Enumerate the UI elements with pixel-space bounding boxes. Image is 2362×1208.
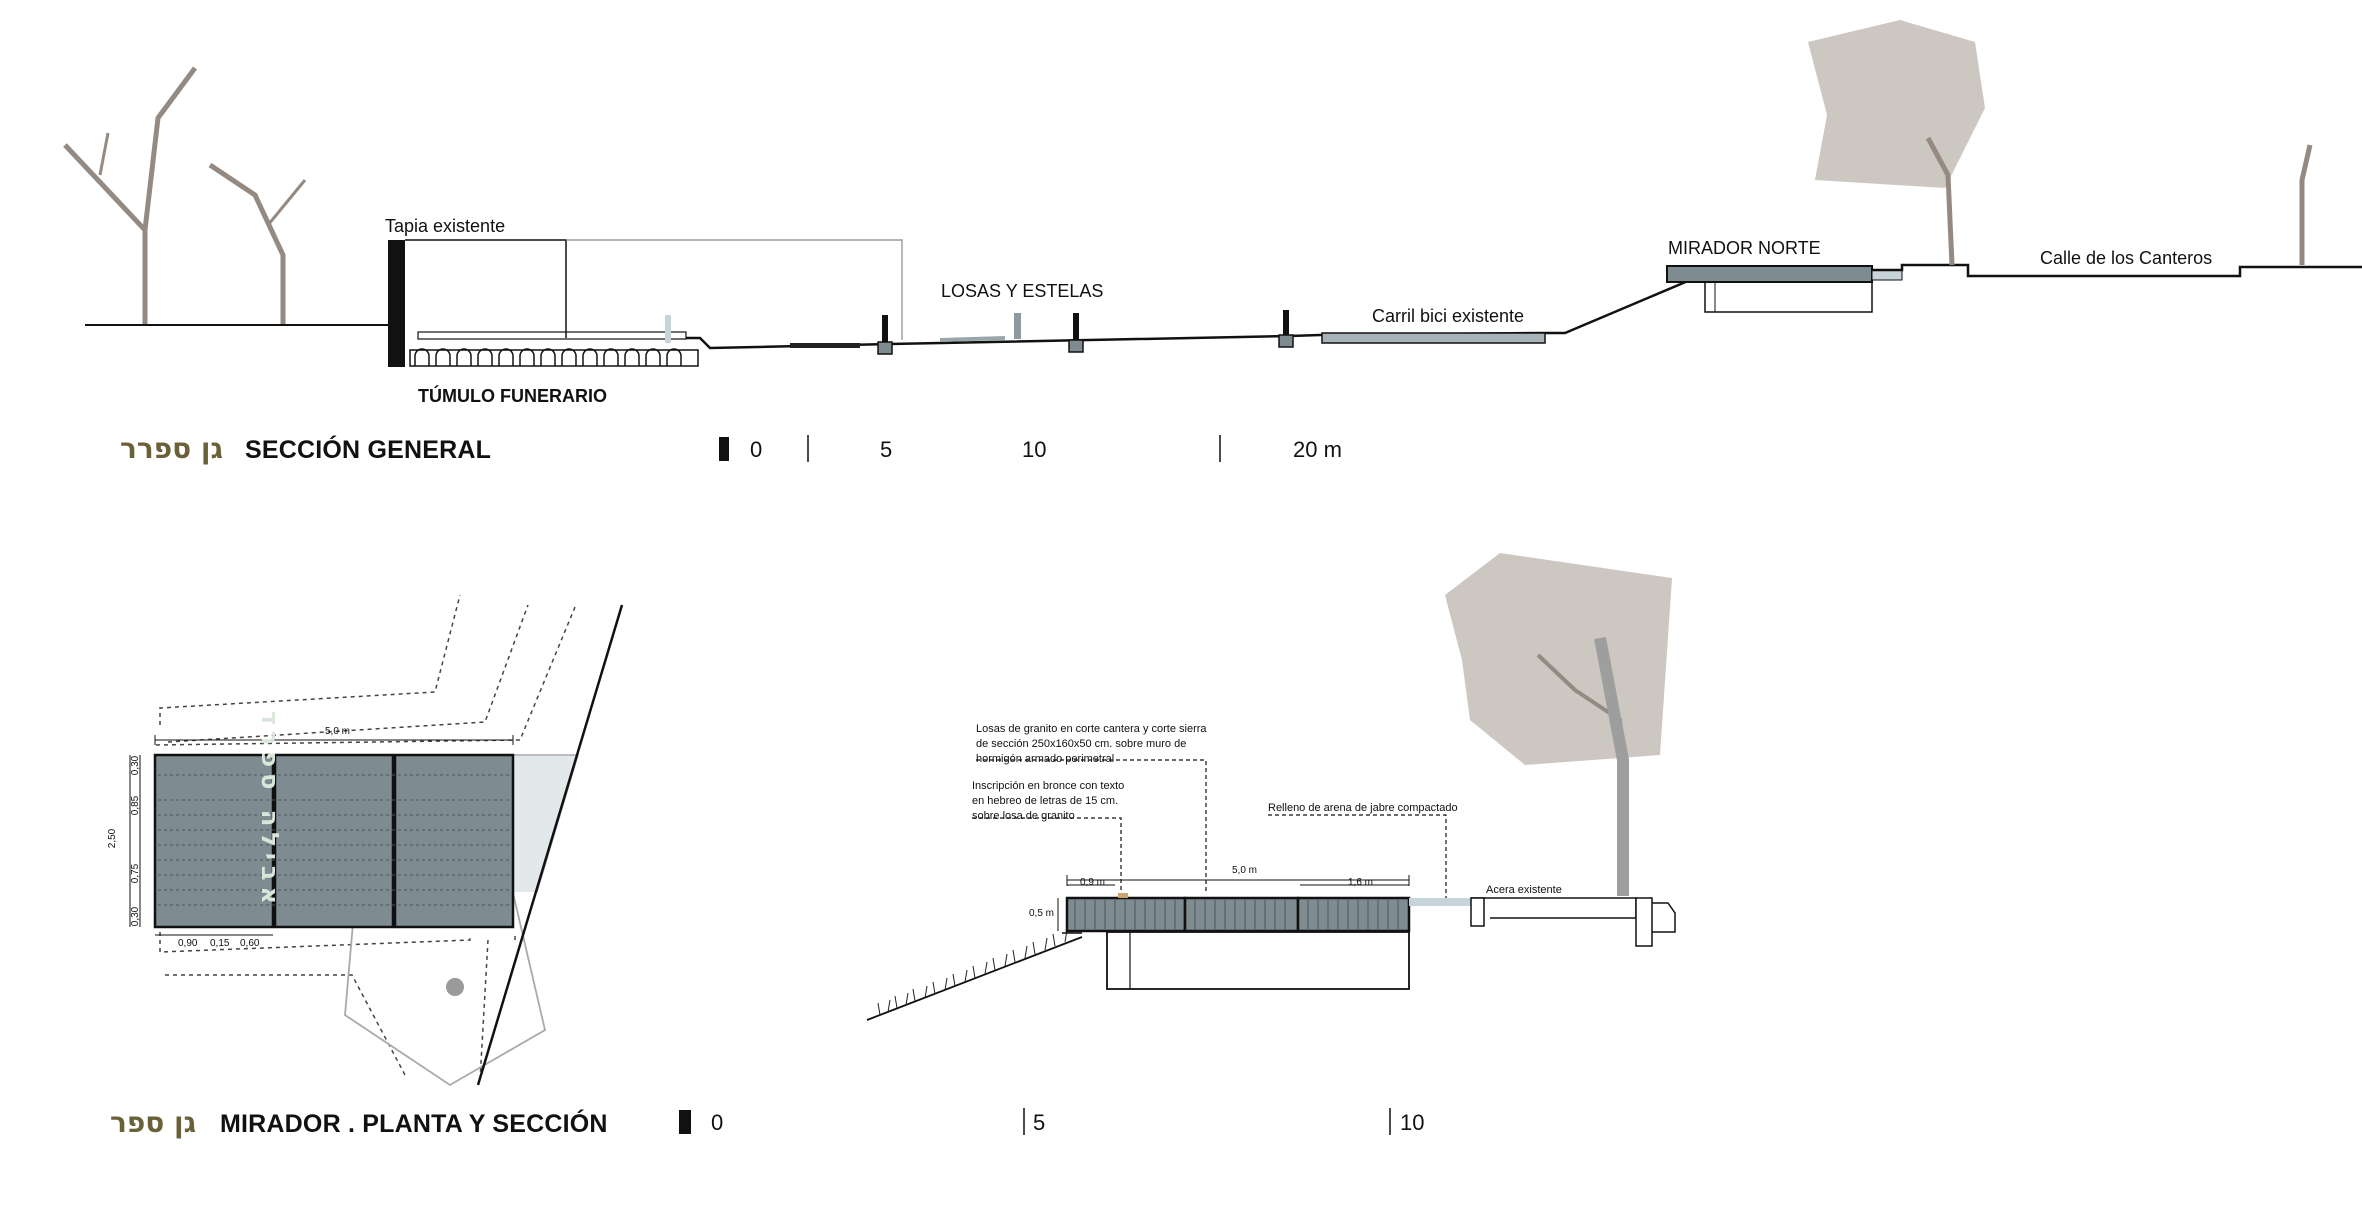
plan-dim-b2: 0,15 xyxy=(210,938,230,949)
scale-bottom-5: 5 xyxy=(1033,1110,1046,1135)
section-slope xyxy=(866,936,1083,1021)
section-slab-hatch xyxy=(1074,900,1399,929)
note-losas-line-1: Losas de granito en corte cantera y cort… xyxy=(976,723,1207,735)
tree-trunk-right xyxy=(2299,144,2313,265)
title-mirador: MIRADOR . PLANTA Y SECCIÓN xyxy=(220,1110,608,1138)
title-seccion-general: SECCIÓN GENERAL xyxy=(245,436,492,464)
label-mirador-norte: MIRADOR NORTE xyxy=(1668,238,1821,258)
plan-grey-dot xyxy=(446,978,464,996)
scale-bottom-10: 10 xyxy=(1400,1110,1425,1135)
bare-tree-middle xyxy=(208,162,307,325)
plan-inscription: אבילה ספרד xyxy=(256,710,284,910)
section-dim-h: 0,5 m xyxy=(1029,908,1055,919)
plan-slab-1 xyxy=(153,753,275,929)
plan-dotted-paths xyxy=(154,594,576,1081)
note-inscripcion-line-1: Inscripción en bronce con texto xyxy=(972,780,1125,792)
plan-dim-2: 0,85 xyxy=(130,795,142,816)
title-hebrew-bottom: גן ספר xyxy=(110,1106,197,1139)
plan-dim-1: 0,30 xyxy=(130,755,142,776)
section-slab-3 xyxy=(1296,896,1411,933)
note-losas: Losas de granito en corte cantera y cort… xyxy=(976,722,1207,767)
plan-dim-top-label: 5,0 m xyxy=(325,726,351,737)
note-relleno: Relleno de arena de jabre compactado xyxy=(1268,802,1458,814)
label-acera: Acera existente xyxy=(1486,884,1562,896)
ground-profile xyxy=(686,276,1700,350)
scale-bar-top xyxy=(719,435,1221,462)
note-losas-line-2: de sección 250x160x50 cm. sobre muro de xyxy=(976,738,1187,750)
street-profile xyxy=(1872,263,2362,278)
plan-slab-2 xyxy=(273,753,395,929)
mirador-norte-slab xyxy=(1666,265,1873,283)
plan-dim-4: 0,30 xyxy=(130,906,142,927)
note-inscripcion-line-2: en hebreo de letras de 15 cm. xyxy=(972,795,1119,807)
stele-posts xyxy=(877,310,1294,355)
section-dim-c: 1,6 m xyxy=(1348,877,1374,888)
tree-trunk-top xyxy=(1925,136,1955,266)
label-tapia: Tapia existente xyxy=(385,216,506,236)
plan-dim-b1: 0,90 xyxy=(178,938,198,949)
plan-slab-hatching xyxy=(158,774,511,906)
section-sand-fill xyxy=(1409,898,1471,906)
section-grass xyxy=(877,929,1068,1016)
scale-bar-bottom xyxy=(679,1108,1391,1135)
slab-2 xyxy=(939,336,1006,342)
section-tree-canopy xyxy=(1445,553,1672,765)
plan-dim-b3: 0,60 xyxy=(240,938,260,949)
slab-1 xyxy=(790,343,860,348)
small-stele-light xyxy=(665,315,671,343)
section-dim-b: 5,0 m xyxy=(1232,865,1258,876)
note-losas-line-3: hormigón armado perimetral xyxy=(976,753,1115,765)
plan-dim-3: 0,75 xyxy=(130,863,142,884)
scale-top-0: 0 xyxy=(750,437,763,462)
label-carril: Carril bici existente xyxy=(1372,306,1525,326)
tumulo-top xyxy=(417,331,687,340)
section-general-drawing xyxy=(63,20,2362,367)
plan-dim-total: 2,50 xyxy=(107,828,119,849)
tapia-wall xyxy=(388,240,405,367)
plan-slab-3 xyxy=(393,753,515,929)
bare-tree-left xyxy=(63,66,198,325)
enclosure-outline xyxy=(405,239,567,338)
scale-top-20: 20 m xyxy=(1293,437,1342,462)
label-tumulo: TÚMULO FUNERARIO xyxy=(418,386,607,406)
note-inscripcion-line-3: sobre losa de granito xyxy=(972,810,1075,822)
bike-lane xyxy=(1321,332,1546,344)
scale-top-5: 5 xyxy=(880,437,893,462)
title-hebrew-top: גן ספרר xyxy=(120,432,224,465)
tree-canopy-top xyxy=(1808,20,1985,188)
section-tree-trunk xyxy=(1594,636,1629,896)
mirador-norte-light xyxy=(1871,269,1903,281)
mirador-section-drawing xyxy=(866,553,1676,1021)
label-calle: Calle de los Canteros xyxy=(2040,248,2213,268)
tumulo-cells xyxy=(409,348,699,367)
section-curb xyxy=(1635,897,1653,947)
label-losas: LOSAS Y ESTELAS xyxy=(941,281,1104,301)
note-inscripcion: Inscripción en bronce con texto en hebre… xyxy=(972,779,1124,824)
section-dim-a: 0,9 m xyxy=(1080,877,1106,888)
mirador-norte-wall xyxy=(1704,282,1873,313)
section-sidewalk xyxy=(1471,897,1637,919)
section-leaders xyxy=(972,759,1447,898)
scale-top-10: 10 xyxy=(1022,437,1047,462)
section-slab-2 xyxy=(1183,896,1300,933)
section-base-wall xyxy=(1106,931,1410,990)
plan-grey-triangle xyxy=(512,755,578,892)
mirador-plan-drawing xyxy=(129,594,624,1087)
scale-bottom-0: 0 xyxy=(711,1110,724,1135)
stele-grey xyxy=(1014,313,1021,339)
plan-boundary-line xyxy=(476,604,624,1086)
plan-light-path xyxy=(344,879,547,1087)
bronze-inscription xyxy=(1118,893,1128,898)
enclosure-outline-light xyxy=(566,239,903,340)
